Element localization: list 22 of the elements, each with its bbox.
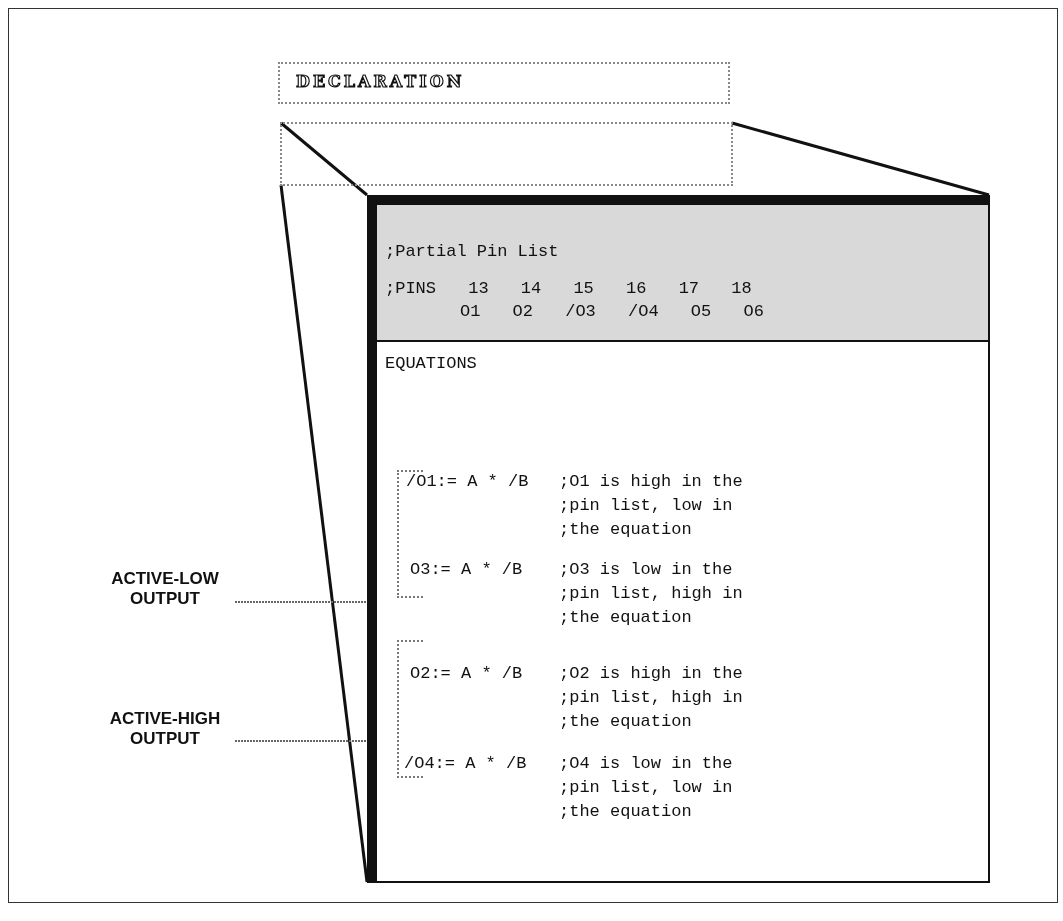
pin-numbers: ;PINS 13 14 15 16 17 18 [385,278,752,300]
projection-line [279,184,369,883]
declaration-box [278,62,730,104]
comment-text: ;O3 is low in the ;pin list, high in ;the equation [559,559,744,629]
comment-text: ;O1 is high in the ;pin list, low in ;the equation [559,471,744,541]
section-title: DECLARATION [296,71,465,93]
callout-label: ACTIVE-LOW OUTPUT [95,568,235,610]
pin-names: O1 O2 /O3 /O4 O5 O6 [460,301,764,323]
callout-label: ACTIVE-HIGH OUTPUT [95,708,235,750]
equation-text: /O1:= A * /B [406,471,529,493]
equation-text: O3:= A * /B [410,559,523,581]
equation-text: /O4:= A * /B [404,753,527,775]
pin-list-section [377,205,988,342]
expanded-section-panel [367,195,990,883]
projection-line [731,121,990,197]
comment-text: ;Partial Pin List [385,241,559,263]
section-box [280,122,733,186]
comment-text: ;O4 is low in the ;pin list, low in ;the equation [559,753,734,823]
section-heading: EQUATIONS [385,353,477,375]
equation-text: O2:= A * /B [410,663,523,685]
projection-line [280,121,368,197]
comment-text: ;O2 is high in the ;pin list, high in ;the equation [559,663,744,733]
